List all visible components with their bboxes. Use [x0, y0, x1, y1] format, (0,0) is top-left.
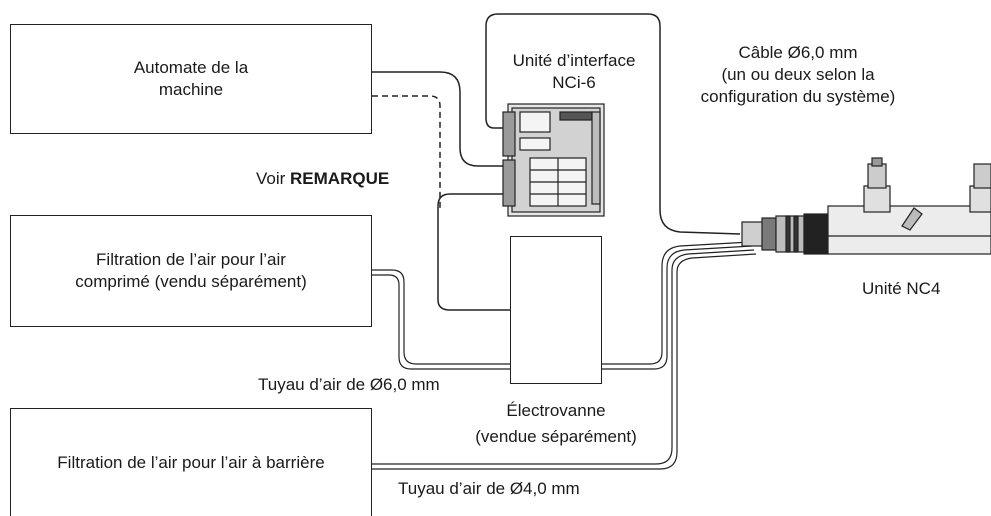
hose-solenoid-to-nc4-a [600, 241, 751, 365]
nc4-unit-label: Unité NC4 [862, 279, 941, 298]
interface-to-nc4-cable [485, 13, 741, 235]
interface-unit-device [502, 103, 605, 217]
interface-unit-label: Unité d’interface NCi-6 [492, 50, 656, 94]
note-bold: REMARQUE [290, 169, 390, 188]
cable-label-line3: configuration du système) [700, 87, 896, 106]
solenoid-label: Électrovanne (vendue séparément) [436, 400, 676, 448]
hose-6mm-line-a [372, 269, 510, 365]
air-filter-barrier-box: Filtration de l’air pour l’air à barrièr… [10, 408, 372, 516]
air-filter-compressed-line2: comprimé (vendu séparément) [75, 272, 307, 291]
air-filter-compressed-line1: Filtration de l’air pour l’air [96, 250, 286, 269]
controller-label-line2: machine [158, 80, 224, 99]
hose-6mm-line-b [372, 274, 510, 370]
hose-6mm-label: Tuyau d’air de Ø6,0 mm [258, 375, 440, 394]
cable-label: Câble Ø6,0 mm (un ou deux selon la confi… [668, 42, 928, 108]
solenoid-label-line1: Électrovanne [506, 401, 606, 420]
hose-4mm-line-b [372, 253, 757, 470]
interface-unit-label-line2: NCi-6 [552, 73, 596, 92]
interface-to-solenoid-cable [437, 193, 510, 311]
note-prefix: Voir [256, 169, 291, 188]
solenoid-label-line2: (vendue séparément) [475, 427, 637, 446]
hose-4mm-line-a [372, 249, 755, 465]
cable-label-line2: (un ou deux selon la [721, 65, 875, 84]
note-dashed-line [372, 95, 441, 208]
air-filter-barrier-line1: Filtration de l’air pour l’air à barrièr… [57, 452, 325, 472]
solenoid-valve-box [510, 236, 602, 384]
interface-unit-label-line1: Unité d’interface [512, 51, 636, 70]
controller-cable [372, 71, 508, 167]
note-label: Voir REMARQUE [256, 168, 389, 190]
controller-label-line1: Automate de la [133, 58, 249, 77]
hose-solenoid-to-nc4-b [600, 245, 753, 370]
nc4-unit-device [741, 157, 991, 255]
hose-4mm-label: Tuyau d’air de Ø4,0 mm [398, 479, 580, 498]
air-filter-compressed-box: Filtration de l’air pour l’air comprimé … [10, 215, 372, 327]
cable-label-line1: Câble Ø6,0 mm [738, 43, 858, 62]
controller-box: Automate de la machine [10, 24, 372, 134]
